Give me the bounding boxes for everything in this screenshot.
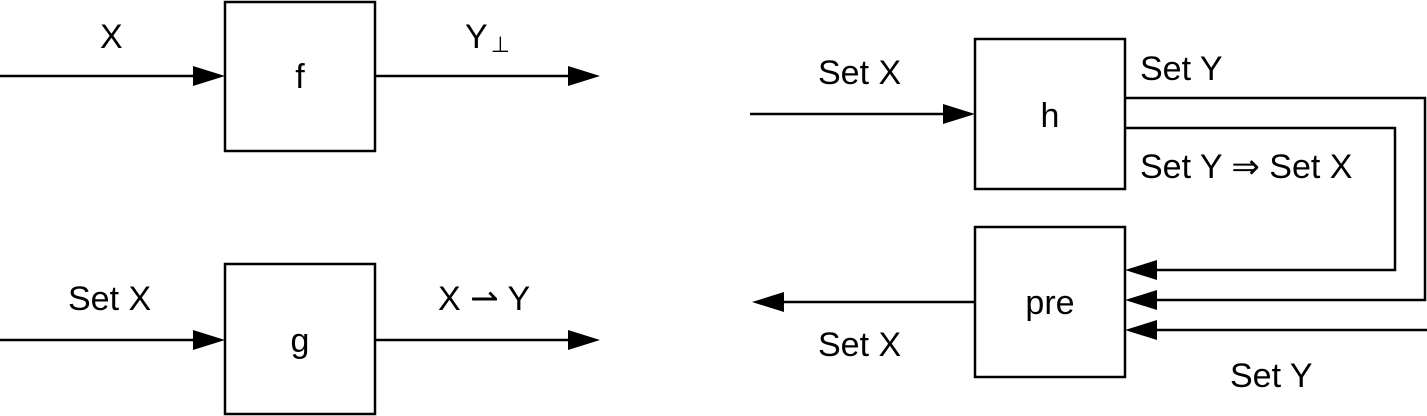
block-f-label: f [295,58,305,96]
block-pre-label: pre [1025,284,1074,322]
pre-output-arrowhead [752,292,784,312]
f-input-arrowhead [193,66,225,86]
f-input-label: X [100,18,123,56]
pre-external-input-arrowhead [1125,320,1157,340]
block-g-label: g [291,322,310,360]
feedback-wire-inner [1125,126,1397,272]
feedback-arrowhead-outer [1125,290,1157,310]
f-output-label-main: Y [465,18,488,56]
h-output-bottom-label: Set Y ⇒ Set X [1140,148,1352,186]
f-output-label: Y⊥ [465,18,510,57]
h-input-arrowhead [943,104,975,124]
h-output-top-label: Set Y [1140,50,1223,88]
pre-external-input-label: Set Y [1230,357,1313,395]
block-pre [973,225,1127,379]
g-input-arrowhead [193,330,225,350]
g-output-label: X ⇀ Y [438,280,530,318]
f-output-label-subscript: ⊥ [491,32,510,57]
pre-output-label: Set X [818,326,901,364]
block-h [973,37,1127,191]
feedback-arrowhead-inner [1125,260,1157,280]
g-output-arrowhead [568,330,600,350]
feedback-wire-outer [1125,96,1427,302]
block-g [223,262,377,416]
h-input-label: Set X [818,54,901,92]
block-h-label: h [1041,97,1060,135]
g-input-label: Set X [68,280,151,318]
f-output-arrowhead [568,66,600,86]
